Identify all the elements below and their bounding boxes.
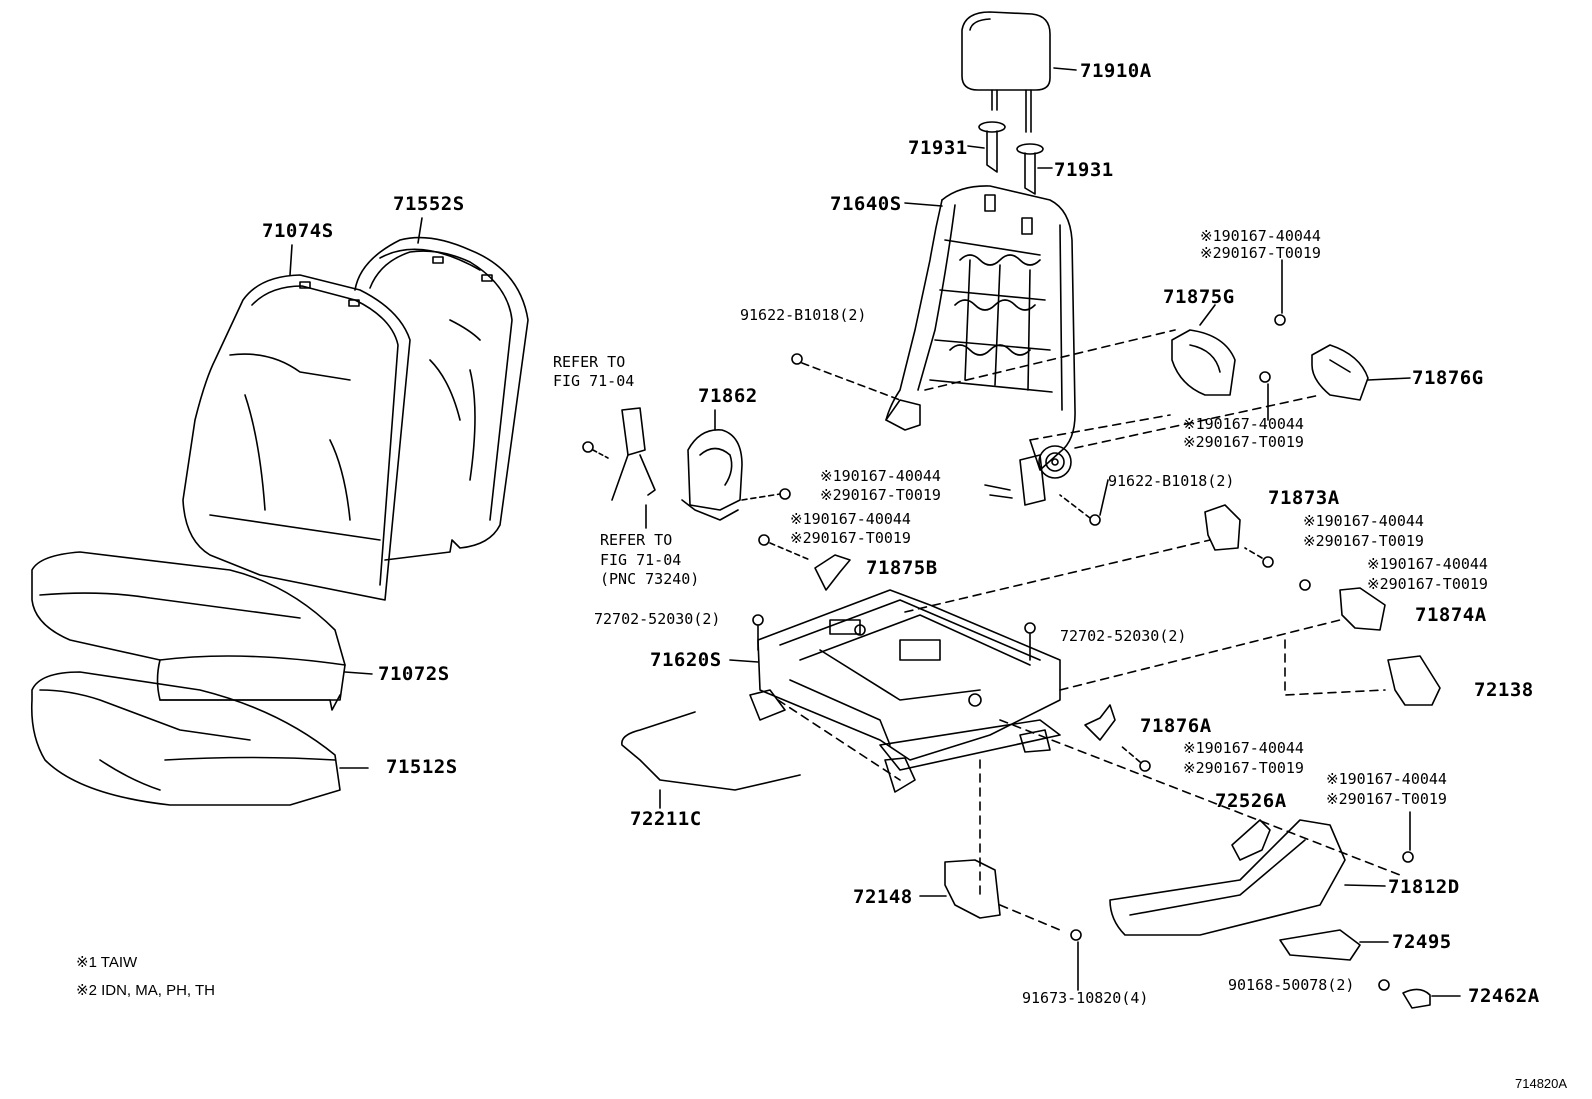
refer-bottom-line2[interactable]: FIG 71-04 bbox=[600, 551, 682, 569]
part-label-71552S[interactable]: 71552S bbox=[393, 193, 465, 215]
part-label-71873A[interactable]: 71873A bbox=[1268, 487, 1340, 509]
part-label-71875B[interactable]: 71875B bbox=[866, 557, 938, 579]
recliner-covers-drawing bbox=[1171, 304, 1411, 401]
part-label-71512S[interactable]: 71512S bbox=[386, 756, 458, 778]
variant-label-6-top[interactable]: ※190167-40044 bbox=[1367, 555, 1488, 573]
part-label-71620S[interactable]: 71620S bbox=[650, 649, 722, 671]
wire-72211C-drawing bbox=[621, 711, 801, 809]
part-label-71862[interactable]: 71862 bbox=[698, 385, 758, 407]
part-label-90168[interactable]: 90168-50078(2) bbox=[1228, 976, 1355, 994]
seat-cushion-pad-drawing bbox=[30, 671, 369, 806]
seat-cushion-cover-drawing bbox=[31, 551, 373, 711]
part-label-71876A[interactable]: 71876A bbox=[1140, 715, 1212, 737]
variant-label-1-bottom[interactable]: ※290167-T0019 bbox=[1200, 244, 1321, 262]
part-label-71874A[interactable]: 71874A bbox=[1415, 604, 1487, 626]
part-label-71931-left[interactable]: 71931 bbox=[908, 137, 968, 159]
variant-label-1-top[interactable]: ※190167-40044 bbox=[1200, 227, 1321, 245]
refer-top-line1: REFER TO bbox=[553, 353, 626, 371]
part-label-91673[interactable]: 91673-10820(4) bbox=[1022, 989, 1149, 1007]
screws-drawing bbox=[741, 259, 1414, 991]
variant-label-4-top[interactable]: ※190167-40044 bbox=[790, 510, 911, 528]
variant-label-8-bottom[interactable]: ※290167-T0019 bbox=[1326, 790, 1447, 808]
variant-label-3-bottom[interactable]: ※290167-T0019 bbox=[820, 486, 941, 504]
part-label-71074S[interactable]: 71074S bbox=[262, 220, 334, 242]
brackets-drawing bbox=[1204, 504, 1386, 631]
variant-label-2-top[interactable]: ※190167-40044 bbox=[1183, 415, 1304, 433]
seat-belt-buckle-drawing bbox=[582, 407, 656, 529]
part-label-72495[interactable]: 72495 bbox=[1392, 931, 1452, 953]
part-label-72148[interactable]: 72148 bbox=[853, 886, 913, 908]
variant-label-6-bottom[interactable]: ※290167-T0019 bbox=[1367, 575, 1488, 593]
note-1: ※1 TAIW bbox=[76, 954, 138, 971]
note-2: ※2 IDN, MA, PH, TH bbox=[76, 982, 215, 999]
cover-72138-drawing bbox=[1387, 655, 1441, 706]
headrest-guide-left-drawing bbox=[967, 121, 1006, 173]
bracket-72148-drawing bbox=[919, 859, 1001, 919]
seat-adjuster-drawing bbox=[729, 589, 1061, 793]
part-label-71910A[interactable]: 71910A bbox=[1080, 60, 1152, 82]
variant-label-4-bottom[interactable]: ※290167-T0019 bbox=[790, 529, 911, 547]
variant-label-7-top[interactable]: ※190167-40044 bbox=[1183, 739, 1304, 757]
variant-label-2-bottom[interactable]: ※290167-T0019 bbox=[1183, 433, 1304, 451]
seatback-frame-drawing bbox=[885, 185, 1076, 506]
dashed-leaders bbox=[777, 329, 1401, 931]
refer-bottom-line3: (PNC 73240) bbox=[600, 570, 700, 588]
part-label-71876G[interactable]: 71876G bbox=[1412, 367, 1484, 389]
part-label-72138[interactable]: 72138 bbox=[1474, 679, 1534, 701]
part-label-72211C[interactable]: 72211C bbox=[630, 808, 702, 830]
part-label-72702-right[interactable]: 72702-52030(2) bbox=[1060, 627, 1187, 645]
part-label-72526A[interactable]: 72526A bbox=[1215, 790, 1287, 812]
headrest-guide-right-drawing bbox=[1016, 143, 1053, 195]
variant-label-8-top[interactable]: ※190167-40044 bbox=[1326, 770, 1447, 788]
part-label-91622-top[interactable]: 91622-B1018(2) bbox=[740, 306, 867, 324]
part-label-71875G[interactable]: 71875G bbox=[1163, 286, 1235, 308]
recliner-cover-drawing bbox=[681, 409, 743, 521]
part-label-71072S[interactable]: 71072S bbox=[378, 663, 450, 685]
variant-label-7-bottom[interactable]: ※290167-T0019 bbox=[1183, 759, 1304, 777]
part-label-71812D[interactable]: 71812D bbox=[1388, 876, 1460, 898]
part-label-72462A[interactable]: 72462A bbox=[1468, 985, 1540, 1007]
variant-label-3-top[interactable]: ※190167-40044 bbox=[820, 467, 941, 485]
variant-label-5-bottom[interactable]: ※290167-T0019 bbox=[1303, 532, 1424, 550]
refer-top-line2[interactable]: FIG 71-04 bbox=[553, 372, 635, 390]
variant-label-5-top[interactable]: ※190167-40044 bbox=[1303, 512, 1424, 530]
part-label-91622-mid[interactable]: 91622-B1018(2) bbox=[1108, 472, 1235, 490]
diagram-code: 714820A bbox=[1515, 1076, 1568, 1091]
refer-bottom-line1: REFER TO bbox=[600, 531, 673, 549]
part-label-72702-left[interactable]: 72702-52030(2) bbox=[594, 610, 721, 628]
seatback-cover-drawing bbox=[182, 244, 411, 601]
side-shield-drawing bbox=[1109, 819, 1461, 1009]
headrest-drawing bbox=[961, 11, 1077, 133]
part-label-71640S[interactable]: 71640S bbox=[830, 193, 902, 215]
part-label-71931-right[interactable]: 71931 bbox=[1054, 159, 1114, 181]
clips-drawing bbox=[814, 554, 1116, 741]
seatback-pad-drawing bbox=[354, 217, 529, 561]
